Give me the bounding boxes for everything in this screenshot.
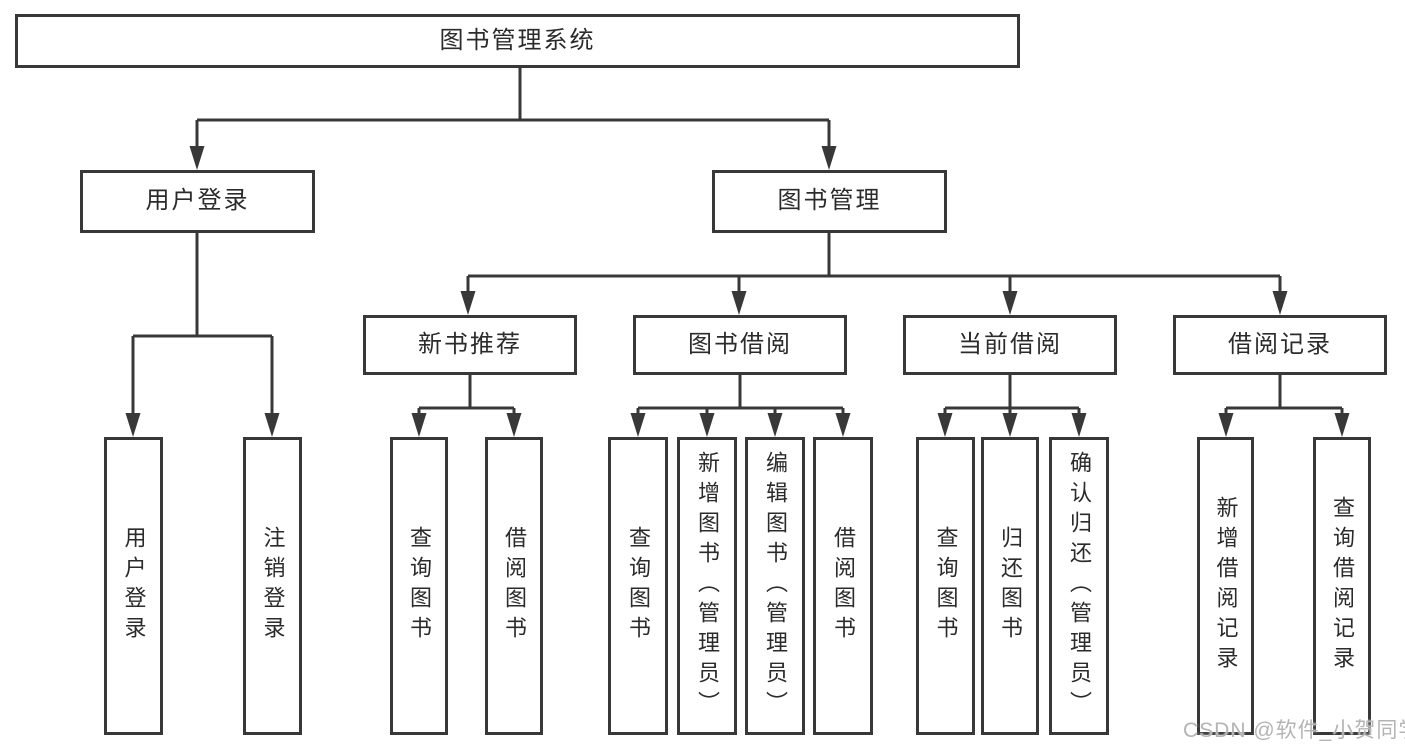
leaf-confirm-return-admin: 确认归还（管理员） [1049,437,1109,735]
node-user-login: 用户登录 [80,170,315,233]
leaf-borrow-books-recommend: 借阅图书 [485,437,543,735]
node-book-management: 图书管理 [712,170,947,233]
leaf-query-borrow-record: 查询借阅记录 [1313,437,1371,735]
node-current-borrowing: 当前借阅 [903,315,1117,375]
node-borrowing-records: 借阅记录 [1173,315,1387,375]
leaf-logout: 注销登录 [243,437,302,735]
leaf-borrow-books: 借阅图书 [813,437,873,735]
leaf-query-books-current: 查询图书 [916,437,975,735]
csdn-watermark: CSDN @软件_小贺同学 [1183,719,1405,742]
tree-connector-path [131,68,1344,417]
node-library-system: 图书管理系统 [15,14,1020,68]
leaf-edit-books-admin: 编辑图书（管理员） [745,437,805,735]
leaf-add-borrow-record: 新增借阅记录 [1197,437,1254,735]
node-book-borrowing: 图书借阅 [633,315,847,375]
leaf-user-login: 用户登录 [104,437,163,735]
node-new-book-recommend: 新书推荐 [363,315,577,375]
leaf-query-books-borrowing: 查询图书 [608,437,668,735]
leaf-return-books: 归还图书 [981,437,1039,735]
leaf-add-books-admin: 新增图书（管理员） [677,437,737,735]
leaf-query-books-recommend: 查询图书 [390,437,448,735]
